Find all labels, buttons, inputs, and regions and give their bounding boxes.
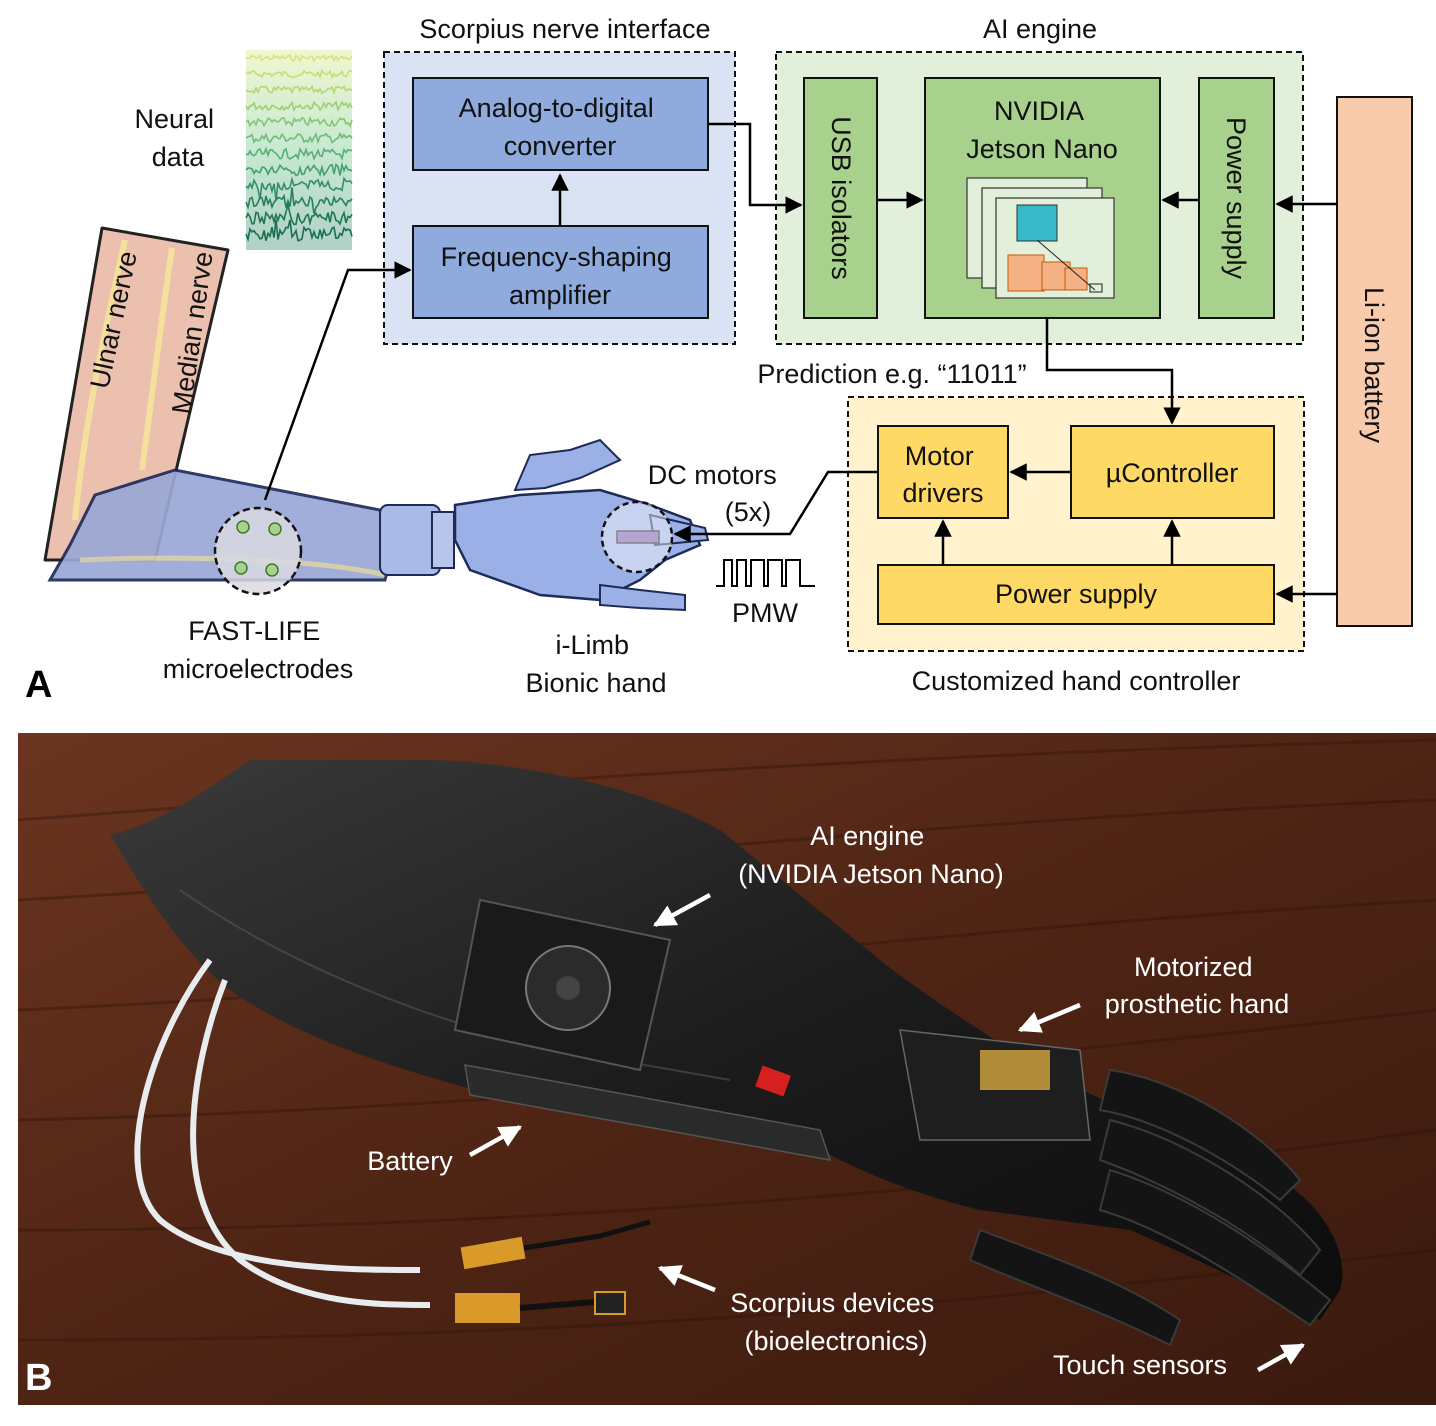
motor-drivers-label: Motor drivers (902, 441, 983, 508)
controller-power-supply-label: Power supply (995, 579, 1158, 609)
nerve-interface-title: Scorpius nerve interface (419, 14, 710, 44)
ai-power-supply-box (1198, 77, 1275, 319)
neural-trace (245, 115, 353, 129)
neural-trace (245, 146, 352, 161)
controller-power-supply-box (877, 564, 1275, 625)
adc-box (412, 77, 709, 171)
neural-trace (245, 176, 353, 200)
photo-touch-sensors-label: Touch sensors (1053, 1350, 1227, 1380)
panel-a-letter: A (25, 664, 52, 706)
neural-trace (245, 201, 353, 227)
prosthesis-photo (110, 760, 1343, 1347)
hand-controller: Customized hand controller Motor drivers… (847, 396, 1305, 696)
neural-trace (245, 219, 353, 243)
photo-scorpius-label: Scorpius devices (bioelectronics) (730, 1288, 942, 1356)
ai-engine: AI engine USB isolators NVIDIA Jetson Na… (775, 14, 1304, 345)
neural-trace (245, 161, 353, 177)
photo-hand-label: Motorized prosthetic hand (1105, 952, 1290, 1019)
li-ion-battery-label: Li-ion battery (1359, 287, 1389, 444)
pwm-label: PMW (732, 598, 799, 628)
prediction-label: Prediction e.g. “11011” (757, 359, 1026, 389)
neural-trace (245, 84, 353, 96)
amplifier-label: Frequency-shaping amplifier (441, 242, 680, 310)
usb-isolators-box (803, 77, 878, 319)
neural-trace (245, 53, 353, 63)
neural-network-graphic (966, 177, 1115, 299)
scorpius-devices-photo (455, 1219, 651, 1323)
usb-isolators-label: USB isolators (826, 116, 856, 280)
photo-ai-engine-label: AI engine (NVIDIA Jetson Nano) (738, 821, 1004, 889)
connectors (263, 122, 1337, 603)
arm-illustration (43, 226, 710, 612)
neural-trace (245, 187, 353, 214)
microelectrodes-label: FAST-LIFE microelectrodes (163, 616, 354, 684)
pwm-waveform (716, 559, 815, 587)
li-ion-battery-box (1336, 96, 1413, 627)
microelectrodes-graphic (213, 506, 303, 596)
neural-data-traces (245, 50, 353, 250)
jetson-label: NVIDIA Jetson Nano (966, 96, 1118, 164)
adc-label: Analog-to-digital converter (459, 93, 662, 161)
panel-a: Neural data (25, 14, 1413, 706)
panel-b: AI engine (NVIDIA Jetson Nano) Motorized… (17, 733, 1436, 1405)
hand-controller-title: Customized hand controller (912, 666, 1241, 696)
ai-power-supply-label: Power supply (1221, 117, 1251, 280)
neural-trace (245, 100, 353, 112)
cables (134, 958, 431, 1308)
photo-arrows (468, 893, 1305, 1372)
ucontroller-label: µController (1106, 458, 1239, 488)
panel-b-letter: B (25, 1357, 52, 1399)
neural-trace (245, 131, 353, 145)
ai-engine-title: AI engine (983, 14, 1097, 44)
photo-labels: AI engine (NVIDIA Jetson Nano) Motorized… (367, 821, 1289, 1380)
bionic-hand-label: i-Limb Bionic hand (525, 630, 666, 698)
neural-trace (245, 69, 353, 80)
motor-drivers-box (877, 425, 1009, 519)
neural-data-label: Neural data (134, 104, 221, 172)
dc-motors-label: DC motors (5x) (648, 460, 785, 527)
photo-battery-label: Battery (367, 1146, 453, 1176)
